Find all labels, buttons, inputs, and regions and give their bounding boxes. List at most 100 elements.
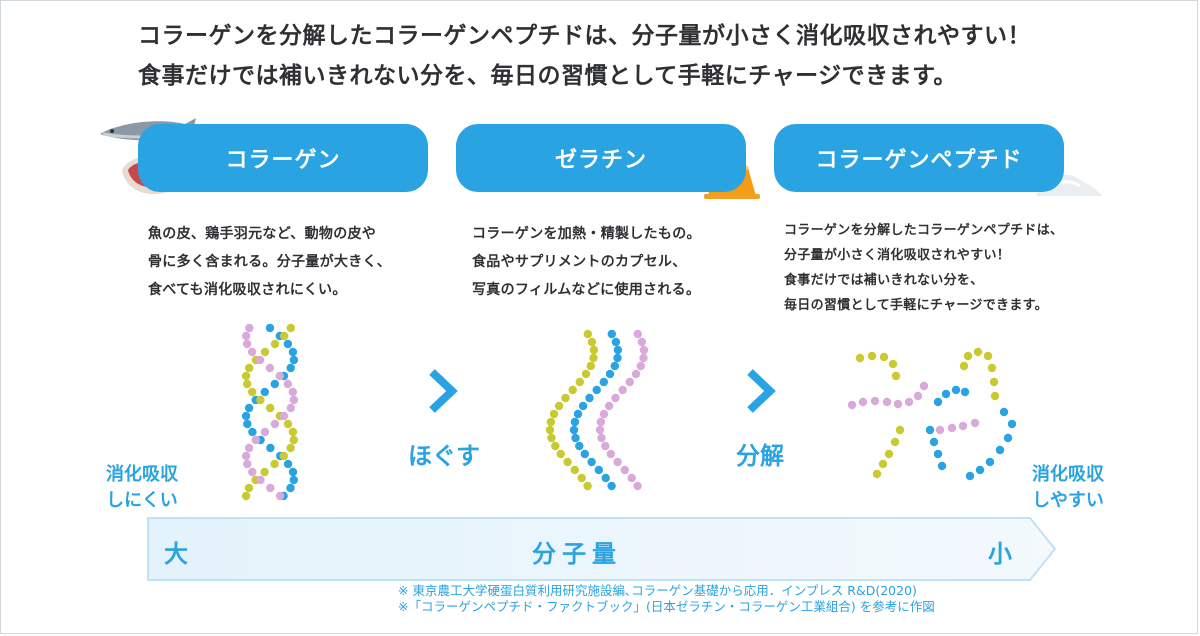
strand-dot — [546, 417, 556, 427]
strand-dot — [569, 425, 579, 435]
chevron-right-icon — [747, 369, 776, 413]
strand-dot — [589, 345, 599, 355]
helix-dot — [270, 459, 279, 469]
helix-dot — [265, 323, 275, 333]
helix-dot — [275, 491, 285, 501]
helix-dot — [286, 363, 295, 373]
step-decompose-label: 分解 — [736, 442, 784, 470]
side-label-easy-to-absorb: 消化吸収 しやすい — [1032, 464, 1104, 511]
helix-dot — [283, 419, 293, 429]
desc-gelatin: コラーゲンを加熱・精製したもの。 食品やサプリメントのカプセル、 写真のフィルム… — [472, 226, 701, 298]
helix-dot — [286, 443, 295, 453]
peptide-dot — [904, 397, 914, 407]
helix-dot — [251, 435, 260, 445]
strand-dot — [580, 449, 589, 459]
bar-large-label: 大 — [164, 540, 194, 568]
strand-dot — [639, 353, 648, 363]
strand-dot — [551, 441, 560, 451]
strand-dot — [556, 449, 565, 459]
peptide-dot — [990, 391, 1000, 401]
strand-dot — [625, 377, 634, 387]
helix-dot — [242, 339, 252, 349]
strand-dot — [595, 425, 605, 435]
strand-dot — [633, 481, 642, 491]
strand-dot — [597, 433, 606, 443]
peptide-dot — [882, 397, 892, 407]
step-loosen-label: ほぐす — [408, 442, 480, 470]
strand-dot — [570, 417, 580, 427]
helix-dot — [241, 451, 251, 461]
peptide-dot — [888, 359, 898, 369]
helix-dot — [255, 355, 265, 365]
strand-dot — [554, 401, 564, 411]
strand-dot — [604, 401, 614, 411]
peptide-dot — [970, 418, 980, 428]
strand-dot — [570, 465, 579, 475]
strand-dot — [620, 465, 629, 475]
helix-dot — [280, 331, 289, 341]
strand-dot — [561, 393, 570, 403]
helix-dot — [248, 387, 257, 397]
peptide-dot — [878, 459, 888, 469]
peptide-dot — [867, 351, 877, 361]
pill-collagen-peptide: コラーゲンペプチド — [774, 124, 1064, 192]
peptide-dot — [959, 361, 969, 371]
strand-dot — [577, 473, 586, 483]
strand-dot — [571, 433, 580, 443]
peptide-dot — [891, 371, 901, 381]
strand-dot — [549, 409, 559, 419]
strand-dot — [596, 417, 606, 427]
strand-dot — [618, 385, 627, 395]
helix-dot — [288, 387, 297, 397]
side-label-hard-to-absorb: 消化吸収 しにくい — [106, 464, 178, 511]
desc-collagen: 魚の皮、鶏手羽元など、動物の皮や 骨に多く含まれる。分子量が大きく、 食べても消… — [148, 226, 392, 298]
helix-dot — [248, 467, 257, 477]
peptide-dot — [987, 363, 997, 373]
peptide-dot — [951, 385, 961, 395]
peptide-dot — [958, 421, 968, 431]
helix-dot — [266, 443, 275, 453]
peptide-dot — [855, 353, 865, 363]
pill-collagen: コラーゲン — [138, 124, 428, 192]
helix-dot — [286, 403, 295, 413]
headline: コラーゲンを分解したコラーゲンペプチドは、分子量が小さく消化吸収されやすい！ 食… — [138, 16, 1098, 96]
peptide-dot — [985, 457, 995, 467]
peptide-dot — [893, 399, 903, 409]
helix-dot — [288, 347, 298, 357]
strand-dot — [547, 433, 556, 443]
strand-dot — [589, 353, 598, 363]
helix-dot — [283, 459, 293, 469]
peptide-dot — [989, 377, 999, 387]
helix-dot — [243, 459, 252, 469]
strand-dot — [607, 481, 616, 491]
headline-line-1: コラーゲンを分解したコラーゲンペプチドは、分子量が小さく消化吸収されやすい！ — [138, 23, 1031, 49]
strand-dot — [587, 457, 596, 467]
strand-dot — [599, 377, 608, 387]
helix-dot — [244, 443, 254, 453]
helix-dot — [286, 323, 295, 333]
desc-collagen-peptide: コラーゲンを分解したコラーゲンペプチドは、 分子量が小さく消化吸収されやすい！ … — [784, 223, 1064, 313]
helix-dot — [260, 387, 269, 397]
helix-dot — [289, 355, 299, 365]
reference-note-2: ※「コラーゲンペプチド・ファクトブック」(日本ゼラチン・コラーゲン工業組合) を… — [398, 599, 935, 614]
peptide-dot — [933, 449, 943, 459]
helix-dot — [241, 411, 251, 421]
helix-dot — [270, 339, 280, 349]
helix-dot — [260, 467, 269, 477]
peptide-dot — [1003, 433, 1013, 443]
helix-dot — [245, 363, 254, 373]
helix-dot — [247, 347, 257, 357]
helix-dot — [243, 379, 252, 389]
peptide-dot — [895, 425, 905, 435]
strand-dot — [545, 425, 555, 435]
peptide-dot — [995, 445, 1005, 455]
strand-dot — [639, 345, 649, 355]
helix-dot — [266, 483, 275, 493]
helix-dot — [289, 395, 299, 405]
strand-dot — [607, 329, 616, 339]
peptide-dot — [975, 465, 985, 475]
helix-dot — [286, 483, 295, 493]
helix-dot — [283, 379, 292, 389]
